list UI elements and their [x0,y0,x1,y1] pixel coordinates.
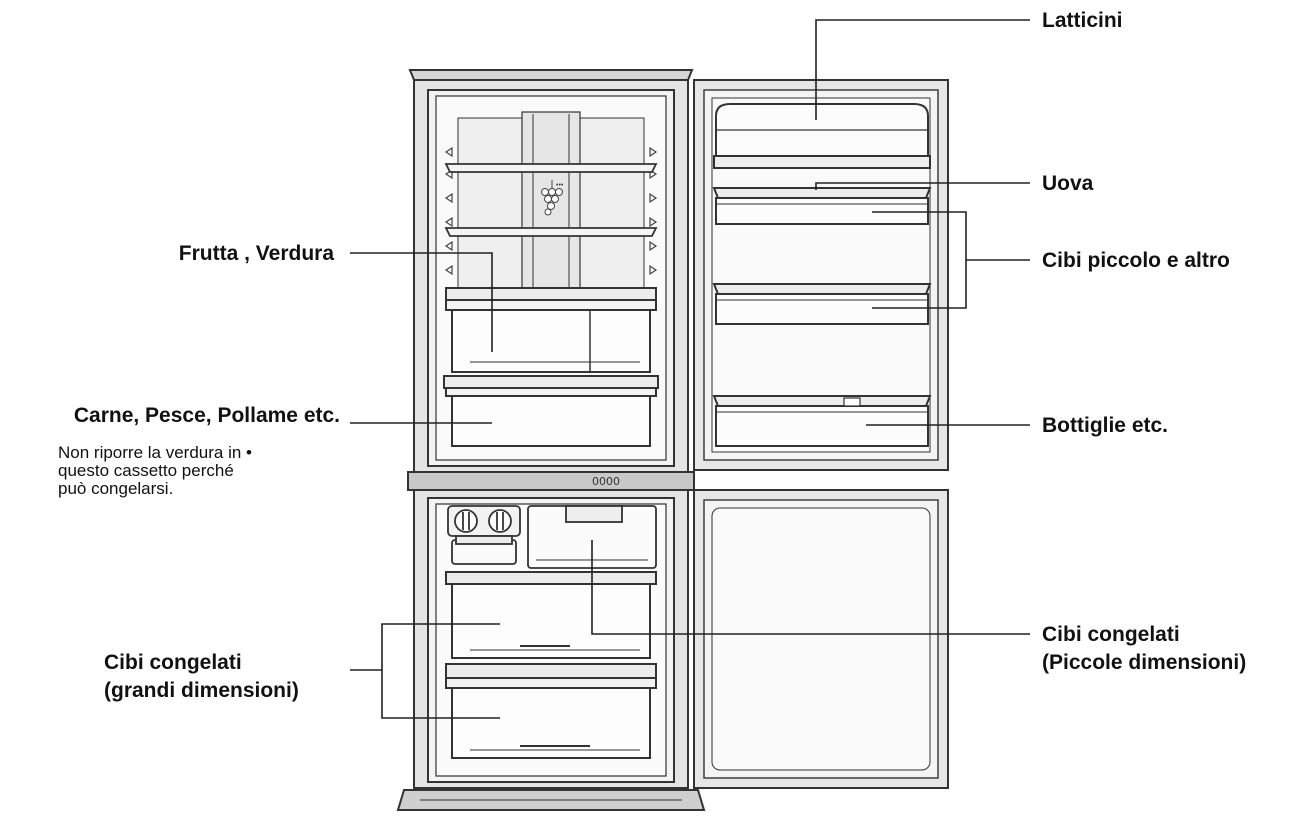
fridge-base [396,789,706,811]
label-bottiglie: Bottiglie etc. [1042,414,1169,437]
control-panel-marks: 0000 [592,475,620,488]
label-cibi-congelati-grandi: Cibi congelati (grandi dimensioni) [104,650,299,703]
label-uova: Uova [1042,172,1094,195]
lower-door [693,489,949,789]
carne-note-line-1: Non riporre la verdura in • [58,443,252,462]
carne-note: Non riporre la verdura in • questo casse… [58,444,252,498]
label-cibi-congelati-piccole-line-1: Cibi congelati [1042,623,1180,646]
carne-note-line-3: può congelarsi. [58,479,174,498]
label-cibi-congelati-piccole-line-2: (Piccole dimensioni) [1042,651,1247,674]
control-panel: 0000 [407,471,695,491]
door-bin-middle [712,283,932,325]
leader-uova [815,182,1030,190]
chilled-drawer [443,375,659,447]
ice-maker [447,505,521,565]
label-cibi-congelati-piccole: Cibi congelati (Piccole dimensioni) [1042,622,1246,675]
grapes-icon: ••• [541,180,564,216]
leader-frutta-verdura [350,252,493,352]
leader-lines [350,19,1030,719]
freezer-drawer-upper [445,571,657,659]
label-latticini: Latticini [1042,9,1123,32]
svg-text:•••: ••• [556,182,564,189]
glass-shelf-top [444,163,658,173]
crisper-drawer [445,287,657,373]
label-cibi-piccolo: Cibi piccolo e altro [1042,249,1230,272]
label-cibi-congelati-grandi-line-1: Cibi congelati [104,651,242,674]
shelf-rails [444,146,658,276]
dairy-compartment [713,103,931,169]
bottle-bin [712,395,932,447]
leader-cibi-congelati-grandi [381,623,500,719]
label-frutta-verdura: Frutta , Verdura [178,242,334,265]
leader-cibi-congelati-piccole [591,540,1030,635]
label-carne-pesce: Carne, Pesce, Pollame etc. [73,404,340,427]
carne-note-line-2: questo cassetto perché [58,461,234,480]
freezer-drawer-lower [445,663,657,759]
leader-latticini [815,19,1030,120]
label-cibi-congelati-grandi-line-2: (grandi dimensioni) [104,679,299,702]
glass-shelf-middle [444,227,658,237]
egg-tray [712,187,932,225]
